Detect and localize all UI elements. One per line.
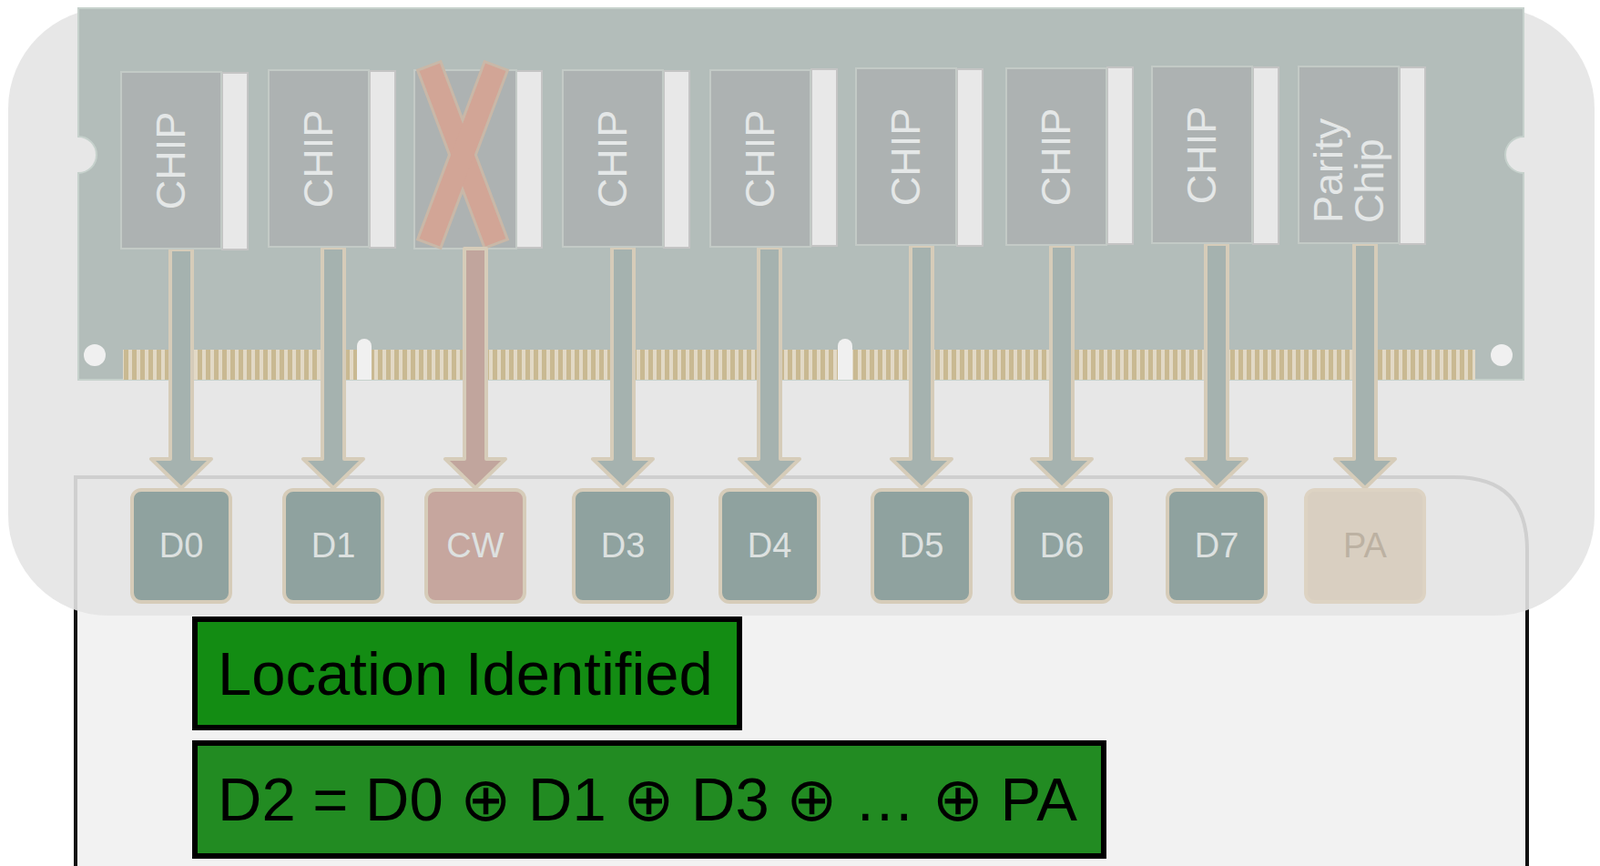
box-label: D0: [159, 526, 204, 566]
box-label: PA: [1343, 526, 1387, 566]
circuit-board: [78, 8, 1524, 380]
memory-chip: CHIP: [1005, 67, 1108, 246]
chip-label: CHIP: [1035, 107, 1077, 206]
data-word-box: D4: [718, 488, 821, 604]
failure-cross: [433, 77, 492, 233]
data-word-box: D5: [870, 488, 973, 604]
data-arrow: [1335, 244, 1396, 489]
chip-label: CHIP: [297, 109, 339, 208]
mounting-hole: [83, 344, 106, 367]
box-label: D6: [1039, 526, 1085, 566]
memory-chip: Parity Chip: [1297, 65, 1400, 245]
key-notch: [837, 338, 853, 380]
data-word-box: D6: [1010, 488, 1113, 604]
data-arrow: [1031, 245, 1092, 489]
memory-chip: CHIP: [855, 67, 958, 246]
memory-chip: CHIP: [561, 69, 664, 248]
box-label: CW: [446, 526, 504, 566]
data-word-box: D7: [1165, 488, 1268, 604]
result-box: Location Identified: [192, 616, 743, 731]
failed-chip: [414, 70, 517, 249]
module-ground: [8, 8, 1595, 616]
data-word-box: CW: [424, 488, 527, 604]
chip-label: CHIP: [150, 111, 192, 210]
data-arrow: [739, 247, 800, 489]
memory-chip: CHIP: [1151, 65, 1254, 245]
data-arrow: [891, 245, 952, 489]
box-label: D1: [311, 526, 357, 566]
box-label: Location Identified: [217, 638, 714, 709]
memory-chip: CHIP: [709, 69, 812, 248]
chip-label: CHIP: [1181, 105, 1223, 204]
chip-label: CHIP: [885, 107, 927, 206]
box-label: D3: [601, 526, 646, 566]
data-arrow: [592, 247, 653, 489]
failed-data-arrow: [445, 248, 506, 489]
result-box: D2 = D0 ⊕ D1 ⊕ D3 ⊕ … ⊕ PA: [192, 740, 1107, 859]
key-notch: [356, 338, 372, 380]
data-word-box: D3: [571, 488, 674, 604]
data-word-box: D1: [282, 488, 385, 604]
box-label: D4: [747, 526, 793, 566]
data-word-box: PA: [1304, 488, 1427, 604]
data-arrow: [303, 247, 364, 489]
data-arrow: [1186, 244, 1247, 489]
chip-label: Parity Chip: [1307, 86, 1390, 224]
chip-label: CHIP: [591, 109, 633, 208]
mounting-hole: [1490, 344, 1513, 367]
box-label: D7: [1194, 526, 1240, 566]
box-label: D2 = D0 ⊕ D1 ⊕ D3 ⊕ … ⊕ PA: [217, 764, 1078, 836]
memory-chip: CHIP: [120, 71, 223, 250]
panel: [75, 477, 1528, 866]
data-arrow: [151, 249, 212, 489]
memory-chip: CHIP: [267, 69, 370, 248]
box-label: D5: [899, 526, 945, 566]
chip-label: CHIP: [739, 109, 781, 208]
data-word-box: D0: [130, 488, 233, 604]
